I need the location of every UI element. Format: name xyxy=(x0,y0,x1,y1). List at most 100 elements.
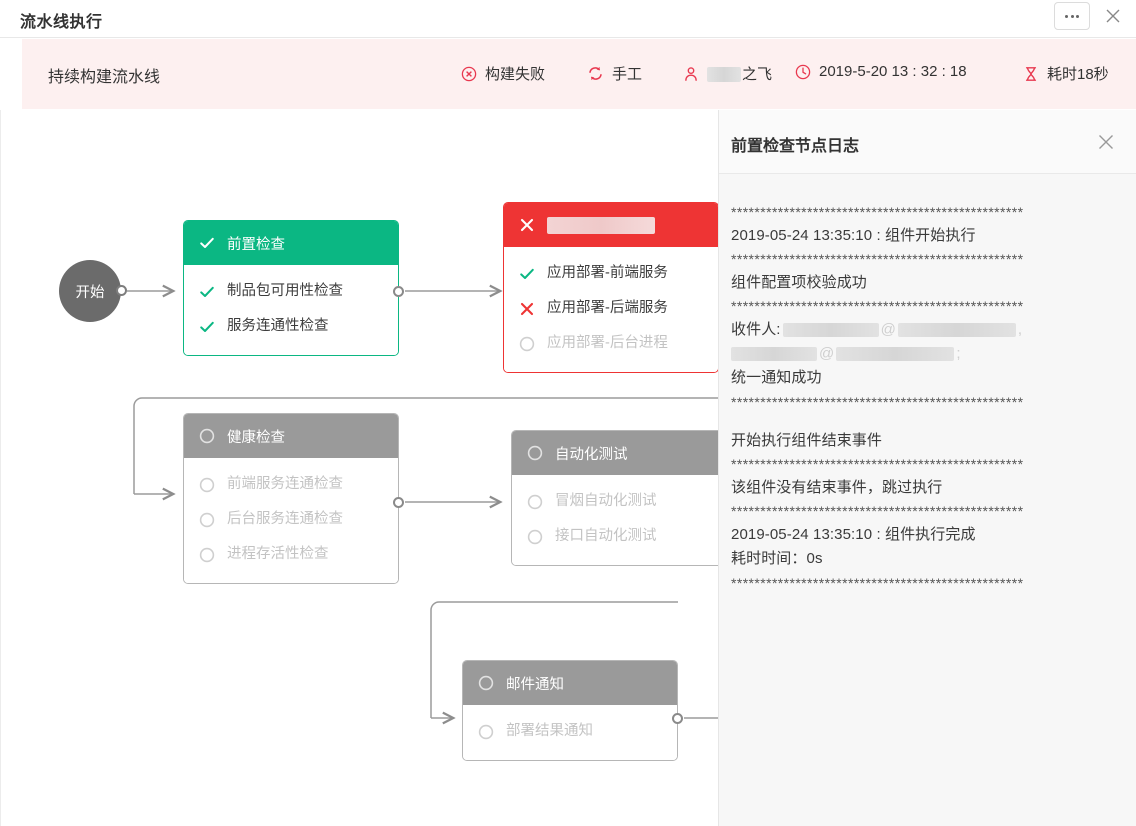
node-body: 制品包可用性检查 服务连通性检查 xyxy=(184,265,398,355)
log-line: 该组件没有结束事件，跳过执行 xyxy=(731,479,943,497)
refresh-icon xyxy=(587,65,604,82)
pipeline-node-auto-test[interactable]: 自动化测试 冒烟自动化测试 接口自动化测试 xyxy=(511,430,718,566)
window-close-button[interactable] xyxy=(1100,3,1126,29)
log-line-separator: ****************************************… xyxy=(731,204,1024,220)
circle-icon xyxy=(198,476,216,494)
execution-summary-bar: 持续构建流水线 构建失败 手工 xyxy=(22,39,1136,109)
start-node-out-port[interactable] xyxy=(116,285,127,296)
execution-datetime: 2019-5-20 13 : 32 : 18 xyxy=(794,63,967,80)
node-step-label: 进程存活性检查 xyxy=(227,546,329,563)
circle-icon xyxy=(526,493,544,511)
window-titlebar: 流水线执行 xyxy=(0,0,1136,38)
check-icon xyxy=(518,265,536,283)
log-line: 2019-05-24 13:35:10 : 组件开始执行 xyxy=(731,226,976,244)
log-panel-body[interactable]: ****************************************… xyxy=(719,175,1136,826)
node-title: 健康检查 xyxy=(227,429,285,446)
log-line-separator: ****************************************… xyxy=(731,393,1024,410)
execution-duration: 耗时18秒 xyxy=(1022,63,1109,84)
circle-icon xyxy=(198,427,216,445)
execution-datetime-label: 2019-5-20 13 : 32 : 18 xyxy=(819,63,967,80)
log-line-separator: ****************************************… xyxy=(731,574,1024,591)
node-step[interactable]: 应用部署-前端服务 xyxy=(504,256,718,291)
node-body: 应用部署-前端服务 应用部署-后端服务 应用部署-后台进程 xyxy=(504,247,718,372)
node-step-label: 冒烟自动化测试 xyxy=(555,493,657,510)
check-icon xyxy=(198,283,216,301)
node-step-label: 应用部署-前端服务 xyxy=(547,265,668,282)
redaction-block xyxy=(897,322,1016,337)
node-step-label: 部署结果通知 xyxy=(506,723,593,740)
log-line: 2019-05-24 13:35:10 : 组件执行完成 xyxy=(731,526,976,544)
hourglass-icon xyxy=(1022,65,1039,82)
close-icon xyxy=(1106,9,1120,23)
user-icon xyxy=(682,65,699,82)
pipeline-node-pre-check[interactable]: 前置检查 制品包可用性检查 服务连通性检查 xyxy=(183,220,399,356)
pipeline-node-deploy[interactable]: 应用部署-前端服务 应用部署-后端服务 应用部署-后台进程 xyxy=(503,202,718,373)
node-step[interactable]: 制品包可用性检查 xyxy=(184,274,398,309)
node-header xyxy=(504,203,718,247)
node-step[interactable]: 服务连通性检查 xyxy=(184,309,398,344)
node-step[interactable]: 应用部署-后端服务 xyxy=(504,291,718,326)
node-step[interactable]: 进程存活性检查 xyxy=(184,537,398,572)
redaction-block xyxy=(836,347,955,362)
log-line-separator: ****************************************… xyxy=(731,456,1024,473)
node-title: 前置检查 xyxy=(227,236,285,253)
log-line: 统一通知成功 xyxy=(731,369,822,387)
node-step-label: 制品包可用性检查 xyxy=(227,283,343,300)
node-title-redaction xyxy=(547,216,655,234)
node-step[interactable]: 应用部署-后台进程 xyxy=(504,326,718,361)
circle-icon xyxy=(518,335,536,353)
log-panel-header: 前置检查节点日志 xyxy=(719,110,1136,174)
node-step[interactable]: 接口自动化测试 xyxy=(512,519,718,554)
circle-icon xyxy=(526,528,544,546)
node-step[interactable]: 冒烟自动化测试 xyxy=(512,484,718,519)
log-line-separator: ****************************************… xyxy=(731,297,1024,314)
error-circle-icon xyxy=(460,65,477,82)
trigger-type-label: 手工 xyxy=(612,66,643,83)
node-header: 健康检查 xyxy=(184,414,398,458)
pipeline-name: 持续构建流水线 xyxy=(48,69,161,86)
check-icon xyxy=(198,318,216,336)
start-node-label: 开始 xyxy=(75,284,105,301)
cross-icon xyxy=(518,300,536,318)
ellipsis-icon xyxy=(1065,14,1079,18)
pipeline-node-health-check[interactable]: 健康检查 前端服务连通检查 后台服务连通检查 xyxy=(183,413,399,584)
circle-icon xyxy=(477,723,495,741)
page-title: 流水线执行 xyxy=(20,14,103,31)
trigger-user: 之飞 xyxy=(682,63,772,84)
log-panel-close-button[interactable] xyxy=(1094,130,1118,154)
mail-notify-out-port[interactable] xyxy=(672,713,683,724)
node-body: 前端服务连通检查 后台服务连通检查 进程存活性检查 xyxy=(184,458,398,583)
log-line: 开始执行组件结束事件 xyxy=(731,432,883,450)
node-step-label: 应用部署-后台进程 xyxy=(547,335,668,352)
start-node[interactable]: 开始 xyxy=(59,260,121,322)
node-body: 冒烟自动化测试 接口自动化测试 xyxy=(512,475,718,565)
build-status-label: 构建失败 xyxy=(485,66,546,83)
build-status: 构建失败 xyxy=(460,63,545,84)
pipeline-canvas[interactable]: 开始 前置检查 制品包可用性检查 xyxy=(0,110,718,826)
execution-duration-label: 耗时18秒 xyxy=(1047,66,1109,83)
node-step[interactable]: 后台服务连通检查 xyxy=(184,502,398,537)
node-step[interactable]: 部署结果通知 xyxy=(463,714,677,749)
node-header: 邮件通知 xyxy=(463,661,677,705)
node-step[interactable]: 前端服务连通检查 xyxy=(184,467,398,502)
node-step-label: 后台服务连通检查 xyxy=(227,511,343,528)
node-step-label: 应用部署-后端服务 xyxy=(547,300,668,317)
trigger-user-name: 之飞 xyxy=(707,63,772,84)
node-header: 前置检查 xyxy=(184,221,398,265)
pipeline-node-mail-notify[interactable]: 邮件通知 部署结果通知 xyxy=(462,660,678,761)
log-line-recipients: 收件人: @ , @ ; xyxy=(731,318,1120,367)
log-line-separator: ****************************************… xyxy=(731,503,1024,520)
pre-check-out-port[interactable] xyxy=(393,286,404,297)
node-log-panel: 前置检查节点日志 *******************************… xyxy=(718,110,1136,826)
more-options-button[interactable] xyxy=(1054,2,1090,30)
node-title: 自动化测试 xyxy=(555,446,628,463)
redaction-block xyxy=(731,347,817,362)
cross-icon xyxy=(518,216,536,234)
health-check-out-port[interactable] xyxy=(393,497,404,508)
log-line: 组件配置项校验成功 xyxy=(731,273,867,291)
check-icon xyxy=(198,234,216,252)
node-step-label: 前端服务连通检查 xyxy=(227,476,343,493)
node-body: 部署结果通知 xyxy=(463,705,677,760)
node-title: 邮件通知 xyxy=(506,676,564,693)
